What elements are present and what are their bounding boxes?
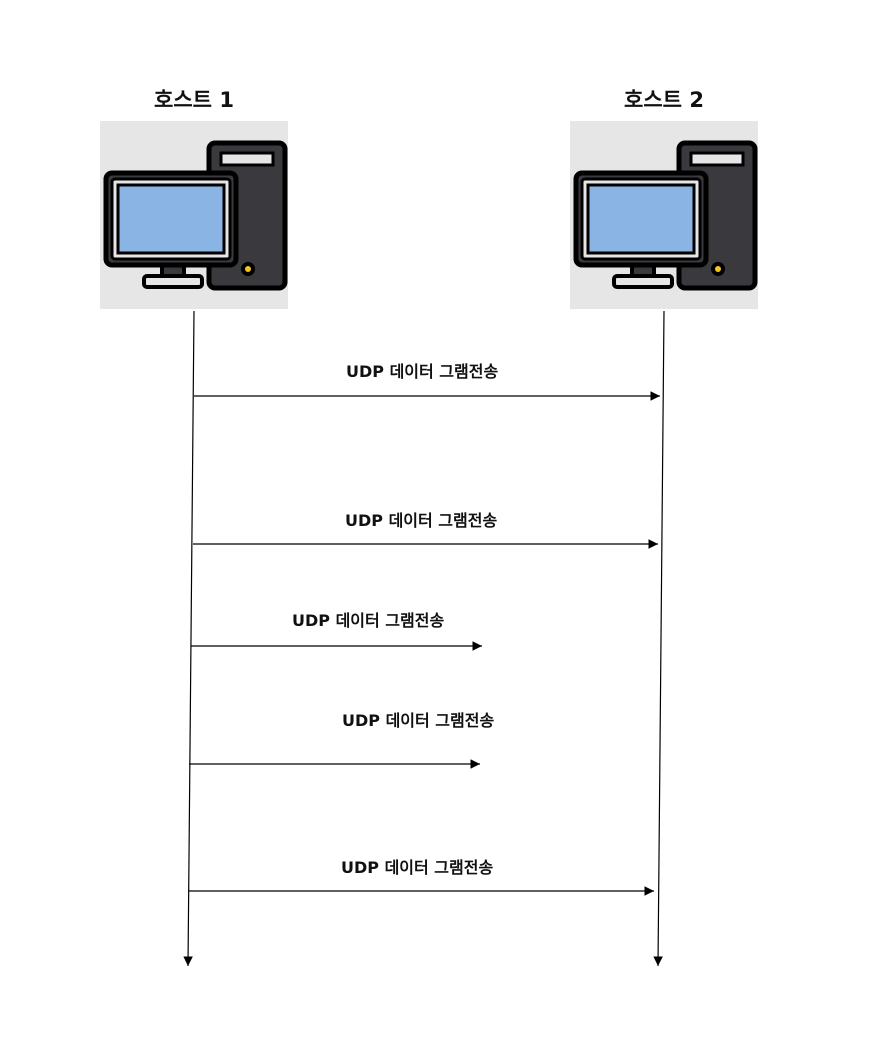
host-2-lifeline: [653, 310, 665, 967]
host-1-lifeline: [183, 310, 195, 967]
message-label-1: UDP 데이터 그램전송: [346, 362, 499, 381]
host-1-label: 호스트 1: [154, 88, 234, 112]
message-label-5: UDP 데이터 그램전송: [341, 858, 494, 877]
message-label-4: UDP 데이터 그램전송: [342, 711, 495, 730]
host-1-computer: [100, 121, 288, 309]
message-label-2: UDP 데이터 그램전송: [345, 511, 498, 530]
host-2-label: 호스트 2: [624, 88, 704, 112]
host-2-computer: [570, 121, 758, 309]
message-label-3: UDP 데이터 그램전송: [292, 611, 445, 630]
desktop-computer-icon: [573, 140, 758, 291]
desktop-computer-icon: [103, 140, 288, 291]
